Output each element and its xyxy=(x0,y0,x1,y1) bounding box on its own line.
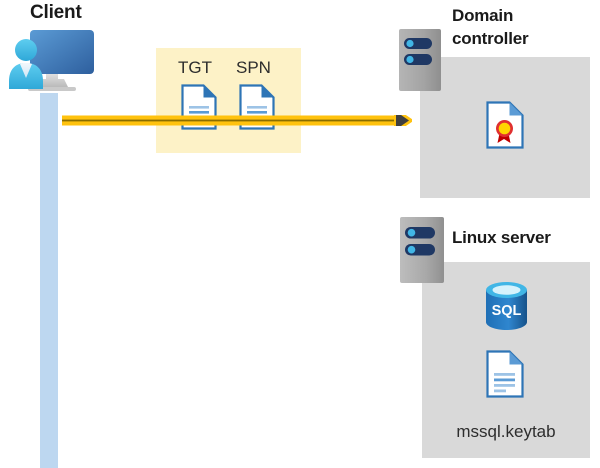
linux-server-title: Linux server xyxy=(452,228,551,247)
domain-controller-title: Domain controller xyxy=(452,4,592,50)
certificate-document-icon xyxy=(486,101,524,149)
domain-controller-title-line1: Domain xyxy=(452,6,514,25)
spn-label: SPN xyxy=(236,58,271,77)
sql-database-label: SQL xyxy=(492,303,522,319)
client-workstation-icon xyxy=(8,27,96,99)
keytab-filename-label: mssql.keytab xyxy=(456,422,556,441)
token-highlight-region xyxy=(156,48,301,153)
client-title: Client xyxy=(30,2,82,23)
client-lifeline-bar xyxy=(40,93,58,468)
keytab-document-icon xyxy=(486,350,524,398)
sql-database-icon: SQL xyxy=(484,282,529,330)
client-to-domain-controller-arrow xyxy=(62,107,414,134)
tgt-label: TGT xyxy=(178,58,212,77)
linux-server-rack-icon xyxy=(400,217,444,283)
domain-controller-server-rack-icon xyxy=(399,29,441,91)
domain-controller-title-line2: controller xyxy=(452,29,529,48)
